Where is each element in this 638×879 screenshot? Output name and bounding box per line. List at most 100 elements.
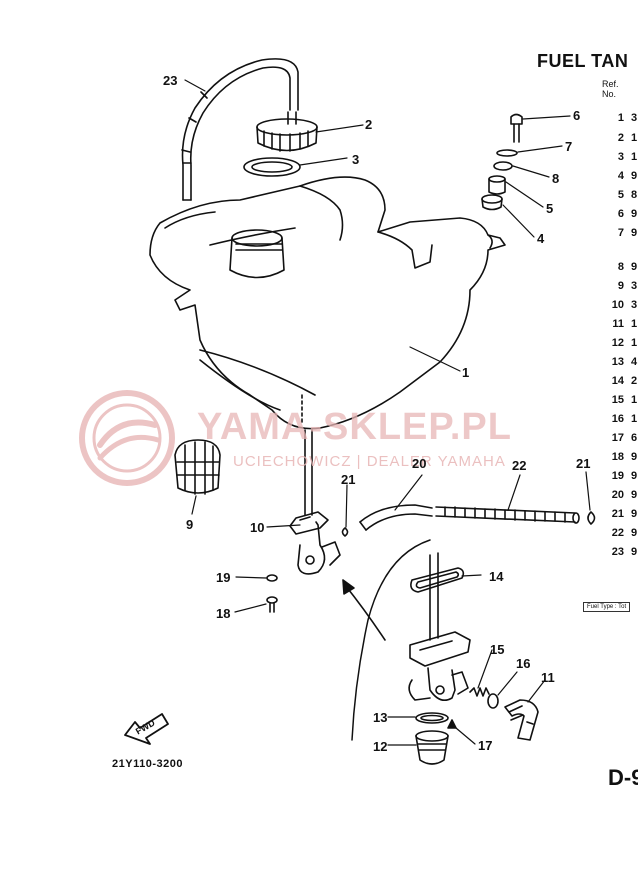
ref-number: 6 — [617, 208, 624, 220]
detail-bracket — [351, 539, 431, 741]
ref-part-digit: 3 — [631, 112, 638, 124]
callout-1: 1 — [462, 365, 470, 380]
callout-19: 19 — [216, 570, 231, 585]
fuel-hose — [359, 504, 433, 531]
page-code: D-9 — [608, 765, 638, 790]
ref-part-digit: 9 — [631, 527, 638, 539]
washer — [266, 574, 278, 582]
screw-stack — [481, 113, 523, 211]
ref-number: 3 — [617, 151, 624, 163]
fuel-tank — [149, 176, 506, 430]
callout-16: 16 — [516, 656, 531, 671]
callout-4: 4 — [537, 231, 545, 246]
ref-number: 12 — [611, 337, 624, 349]
fuel-type-label: Fuel Type : Tot — [583, 602, 631, 612]
ref-number: 16 — [611, 413, 624, 425]
cap-gasket — [243, 157, 301, 177]
callout-3: 3 — [352, 152, 360, 167]
diagram-title: FUEL TAN — [537, 51, 629, 71]
ref-part-digit: 8 — [631, 189, 638, 201]
fuel-cock-detail — [408, 552, 471, 701]
ref-part-digit: 1 — [631, 151, 638, 163]
leader-lines — [184, 79, 591, 746]
ref-part-digit: 9 — [631, 451, 638, 463]
fuel-cock — [289, 394, 341, 575]
ref-number: 4 — [617, 170, 624, 182]
ref-part-digit: 1 — [631, 394, 638, 406]
watermark-brand: YAMA-SKLEP.PL — [197, 406, 512, 448]
diagram-code: 21Y110-3200 — [112, 758, 183, 770]
callout-8: 8 — [552, 171, 560, 186]
ref-number: 9 — [617, 280, 624, 292]
ref-number: 11 — [612, 318, 624, 330]
ref-number: 2 — [617, 132, 624, 144]
callout-12: 12 — [373, 739, 388, 754]
callout-6: 6 — [573, 108, 581, 123]
ref-part-digit: 9 — [631, 208, 638, 220]
hose-clip — [341, 527, 349, 537]
ref-part-digit: 9 — [631, 470, 638, 482]
hose-elbow — [504, 699, 539, 741]
callout-22: 22 — [512, 458, 527, 473]
callout-11: 11 — [541, 670, 555, 685]
o-ring — [487, 693, 499, 709]
callout-10: 10 — [250, 520, 265, 535]
ref-header-no: No. — [602, 89, 617, 99]
ref-number: 7 — [617, 227, 624, 239]
ref-part-digit: 1 — [631, 318, 638, 330]
callout-5: 5 — [546, 201, 554, 216]
ref-number: 10 — [611, 299, 624, 311]
breather-hose — [181, 58, 299, 201]
callout-2: 2 — [365, 117, 373, 132]
screw — [266, 596, 278, 613]
ref-part-digit: 9 — [631, 170, 638, 182]
ref-number: 8 — [617, 261, 624, 273]
ref-part-digit: 9 — [631, 227, 638, 239]
watermark-subtitle: UCIECHOWICZ | DEALER YAMAHA — [233, 453, 506, 470]
ref-part-digit: 9 — [631, 489, 638, 501]
fuel-hose-long — [435, 506, 580, 524]
ref-number: 13 — [611, 356, 624, 368]
ref-number: 1 — [617, 112, 624, 124]
callout-7: 7 — [565, 139, 573, 154]
fuel-strainer — [174, 439, 221, 495]
ref-header: Ref. No. — [602, 79, 619, 99]
callout-14: 14 — [489, 569, 504, 584]
callout-18: 18 — [216, 606, 231, 621]
ref-number: 14 — [611, 375, 624, 387]
tank-cap — [256, 111, 318, 152]
callout-20: 20 — [412, 456, 427, 471]
ref-number: 17 — [611, 432, 624, 444]
watermark-logo-icon — [79, 390, 175, 486]
hose-clip-right — [587, 511, 596, 525]
ref-number: 21 — [611, 508, 624, 520]
ref-part-digit: 4 — [631, 356, 638, 368]
callout-13: 13 — [373, 710, 388, 725]
ref-number: 19 — [611, 470, 624, 482]
ref-part-digit: 3 — [631, 299, 638, 311]
fuel-cup — [415, 730, 449, 765]
cock-gasket — [410, 567, 465, 593]
drain-screw — [447, 719, 457, 729]
ref-part-digit: 9 — [631, 261, 638, 273]
callout-9: 9 — [186, 517, 194, 532]
ref-part-digit: 9 — [631, 546, 638, 558]
ref-part-digit: 1 — [631, 337, 638, 349]
callout-21-right: 21 — [576, 456, 591, 471]
ref-part-digit: 1 — [631, 413, 638, 425]
ref-number: 22 — [611, 527, 624, 539]
spring — [469, 687, 490, 697]
ref-part-digit: 9 — [631, 508, 638, 520]
ref-number: 5 — [617, 189, 624, 201]
ref-number: 23 — [611, 546, 624, 558]
ref-header-ref: Ref. — [602, 79, 619, 89]
callout-17: 17 — [478, 738, 493, 753]
ref-part-digit: 2 — [631, 375, 638, 387]
ref-part-digit: 3 — [631, 280, 638, 292]
callout-23: 23 — [163, 73, 178, 88]
callout-21-left: 21 — [341, 472, 356, 487]
ref-number: 18 — [611, 451, 624, 463]
ref-part-digit: 6 — [631, 432, 638, 444]
